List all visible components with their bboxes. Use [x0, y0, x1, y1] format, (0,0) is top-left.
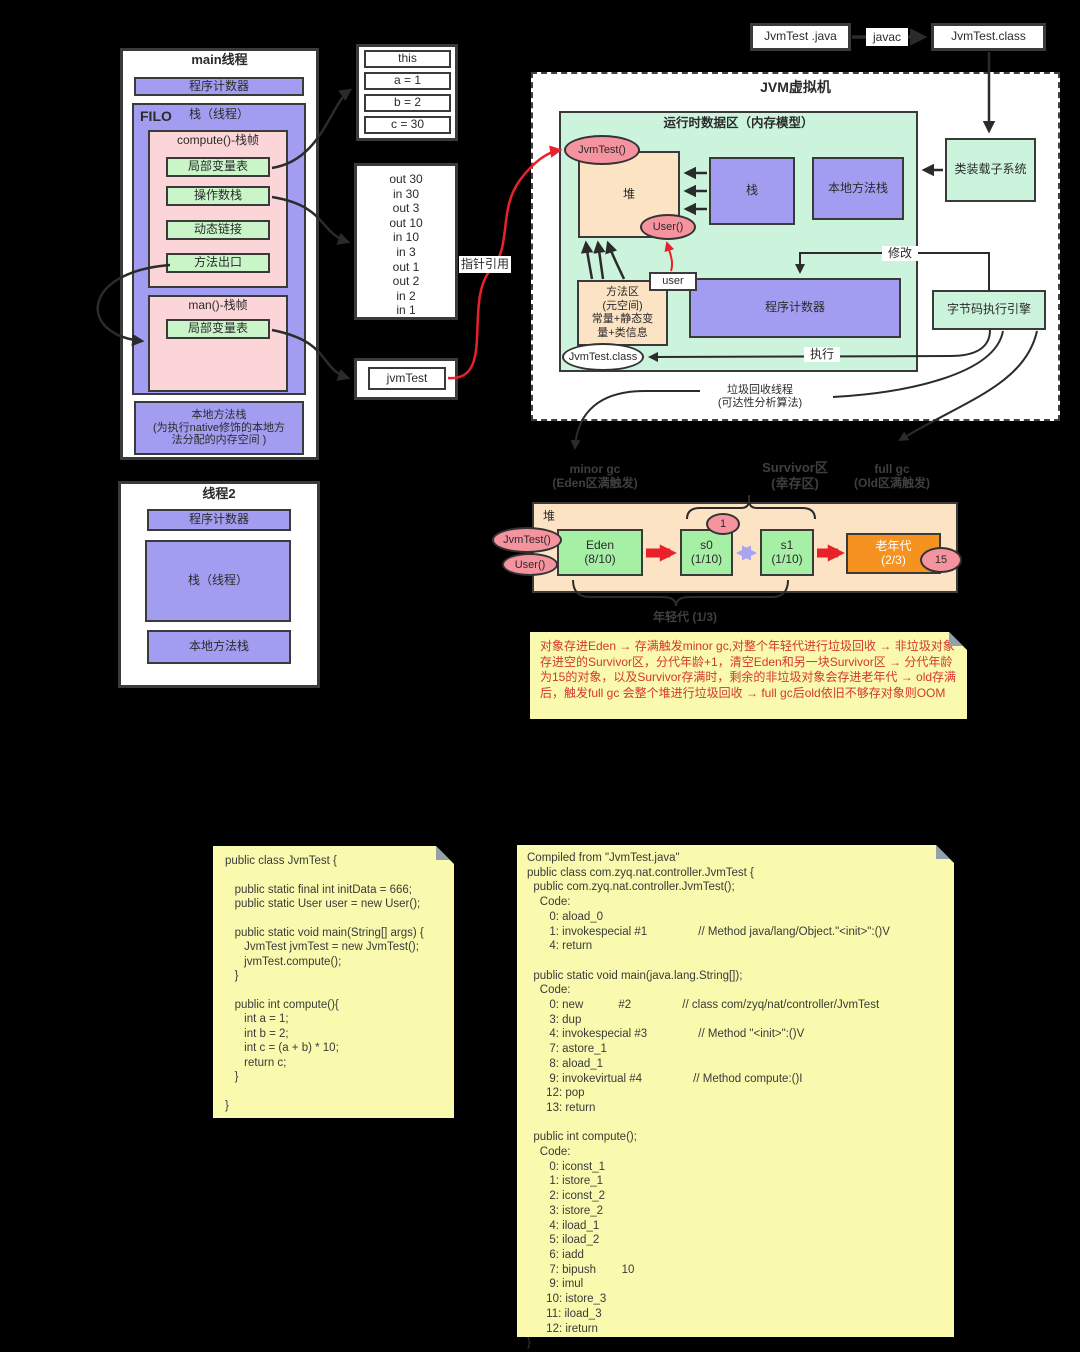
- main-native-stack-box: 本地方法栈 (为执行native修饰的本地方 法分配的内存空间 ): [134, 401, 304, 455]
- method-exit-box: 方法出口: [166, 253, 270, 273]
- operand-stack-box: 操作数栈: [166, 186, 270, 206]
- jvm-title: JVM虚拟机: [760, 78, 831, 95]
- thread2-pc-box: 程序计数器: [147, 509, 291, 531]
- gc-thread-label: 垃圾回收线程 (可达性分析算法): [700, 380, 820, 414]
- gc-note-text: 对象存进Eden → 存满触发minor gc,对整个年轻代进行垃圾回收 → 非…: [540, 639, 957, 700]
- op-line: out 30: [389, 172, 423, 186]
- classloader-box: 类装载子系统: [945, 138, 1036, 202]
- stack-box: 栈: [709, 157, 795, 225]
- jvmtest-reference-box: jvmTest: [368, 367, 446, 390]
- op-line: out 10: [389, 215, 423, 230]
- class-file-box: JvmTest.class: [931, 23, 1046, 51]
- modify-label: 修改: [882, 246, 918, 261]
- s1-box: s1 (1/10): [760, 529, 814, 576]
- folded-corner-icon: [949, 632, 967, 650]
- main-pc-box: 程序计数器: [134, 77, 304, 96]
- bytecode-engine-box: 字节码执行引擎: [932, 290, 1046, 330]
- thread2-title: 线程2: [202, 486, 236, 502]
- compute-frame-title: compute()-栈帧: [176, 133, 259, 148]
- folded-corner-icon: [436, 846, 454, 864]
- java-source-file-box: JvmTest .java: [750, 23, 851, 51]
- op-line: in 3: [396, 244, 416, 259]
- bytecode-note: Compiled from "JvmTest.java" public clas…: [517, 845, 954, 1349]
- local-var-a: a = 1: [364, 72, 451, 90]
- bytecode-text: Compiled from "JvmTest.java" public clas…: [527, 852, 890, 1350]
- man-local-var-table-box: 局部变量表: [166, 319, 270, 339]
- runtime-data-area-title: 运行时数据区（内存模型）: [663, 116, 814, 130]
- user-ref-box: user: [649, 272, 697, 291]
- gc-heap-label: 堆: [543, 509, 556, 523]
- op-line: out 3: [392, 201, 420, 216]
- local-var-table-box: 局部变量表: [166, 157, 270, 177]
- thread2-native-stack-box: 本地方法栈: [147, 630, 291, 664]
- op-line: out 2: [392, 274, 420, 289]
- eden-box: Eden (8/10): [557, 529, 643, 576]
- op-line: in 2: [396, 288, 416, 303]
- execute-label: 执行: [804, 347, 840, 362]
- source-code-note: public class JvmTest { public static fin…: [213, 846, 454, 1118]
- user-object-ellipse: User(): [640, 214, 696, 240]
- filo-label: FILO: [140, 108, 172, 124]
- s0-box: s0 (1/10): [680, 529, 733, 576]
- folded-corner-icon: [936, 845, 954, 863]
- source-code-text: public class JvmTest { public static fin…: [225, 855, 424, 1112]
- dynamic-link-box: 动态链接: [166, 220, 270, 240]
- young-gen-label: 年轻代 (1/3): [652, 609, 717, 624]
- local-var-b: b = 2: [364, 94, 451, 112]
- op-line: in 30: [392, 186, 420, 201]
- jvmtest-object-ellipse: JvmTest(): [564, 135, 640, 165]
- minor-gc-label: minor gc (Eden区满触发): [552, 461, 638, 490]
- survivor-label: Survivor区 (幸存区): [762, 460, 828, 491]
- full-gc-label: full gc (Old区满触发): [854, 461, 930, 490]
- gc-user-ellipse: User(): [502, 553, 558, 576]
- local-var-c: c = 30: [364, 116, 451, 134]
- class-file-ellipse: JvmTest.class: [562, 343, 644, 371]
- operand-trace-panel: out 30 in 30 out 3 out 10 in 10 in 3 out…: [354, 163, 458, 320]
- pc-register-box: 程序计数器: [689, 278, 901, 338]
- age-15-ellipse: 15: [920, 547, 962, 573]
- pointer-reference-label: 指针引用: [459, 256, 511, 273]
- op-line: in 1: [396, 303, 416, 318]
- native-stack-box: 本地方法栈: [812, 157, 904, 220]
- age-1-ellipse: 1: [706, 513, 740, 535]
- gc-jvmtest-ellipse: JvmTest(): [492, 527, 562, 553]
- javac-label: javac: [866, 28, 908, 46]
- man-frame-title: man()-栈帧: [188, 298, 248, 313]
- op-line: in 10: [392, 230, 420, 245]
- main-thread-title: main线程: [191, 52, 248, 68]
- thread2-stack-box: 栈（线程）: [145, 540, 291, 622]
- local-var-this: this: [364, 50, 451, 68]
- gc-note: 对象存进Eden → 存满触发minor gc,对整个年轻代进行垃圾回收 → 非…: [530, 632, 967, 719]
- main-stack-label: 栈（线程）: [188, 106, 249, 121]
- op-line: out 1: [392, 259, 420, 274]
